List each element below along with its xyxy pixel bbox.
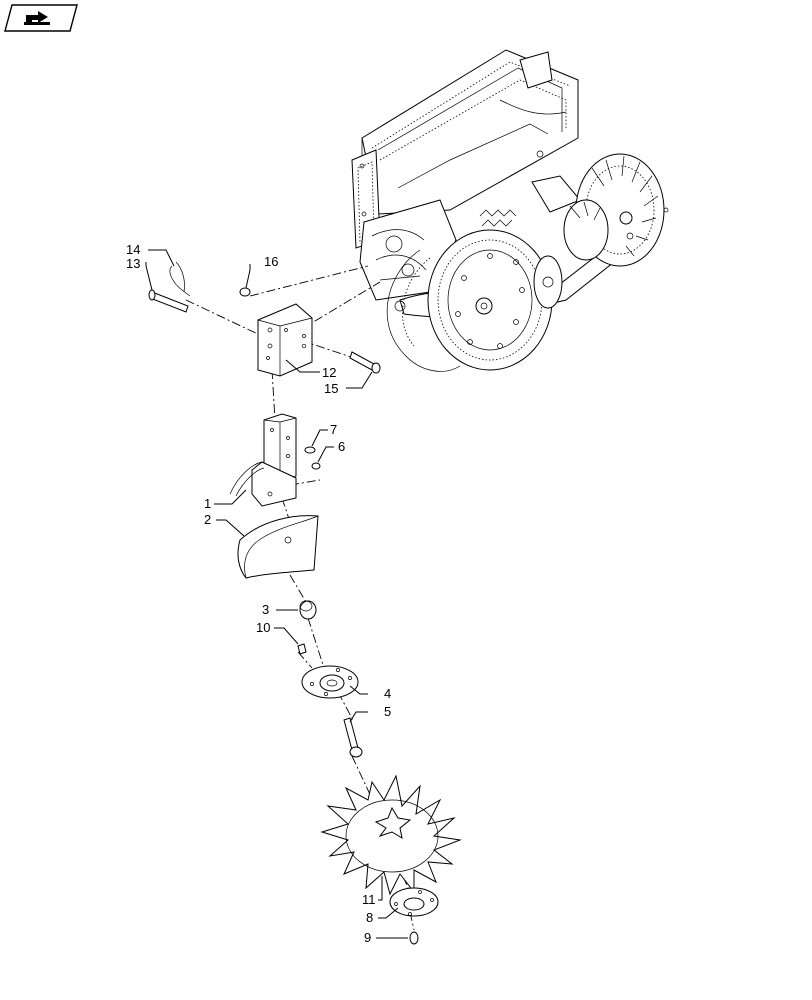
clevis-pin — [148, 289, 189, 313]
hair-pin — [169, 261, 191, 297]
callout-11: 11 — [362, 892, 376, 907]
callout-3: 3 — [262, 602, 269, 617]
navigation-badge[interactable] — [4, 4, 78, 32]
callout-1: 1 — [204, 496, 211, 511]
callout-2: 2 — [204, 512, 211, 527]
callout-16: 16 — [264, 254, 278, 269]
grease-fitting — [297, 643, 307, 655]
callout-labels: 14 13 16 12 15 7 6 1 2 3 10 4 5 11 8 9 — [126, 242, 391, 945]
callout-9: 9 — [364, 930, 371, 945]
spiked-closing-wheel — [320, 774, 462, 896]
lock-nut — [239, 287, 251, 297]
nut-and-washer — [304, 446, 321, 470]
return-arrow-icon — [4, 4, 78, 32]
outer-hub — [389, 887, 439, 917]
callout-4: 4 — [384, 686, 391, 701]
callout-12: 12 — [322, 365, 336, 380]
callout-5: 5 — [384, 704, 391, 719]
planter-row-unit — [351, 49, 669, 372]
wheel-shield — [237, 515, 319, 579]
callout-7: 7 — [330, 422, 337, 437]
callout-14: 14 — [126, 242, 140, 257]
callout-10: 10 — [256, 620, 270, 635]
callout-13: 13 — [126, 256, 140, 271]
hub-bolt — [343, 717, 363, 758]
outer-bolt — [409, 931, 419, 945]
spacer — [299, 600, 317, 620]
mounting-bracket — [257, 303, 313, 377]
callout-8: 8 — [366, 910, 373, 925]
callout-6: 6 — [338, 439, 345, 454]
spike-wheel-mount — [229, 413, 297, 507]
callout-15: 15 — [324, 381, 338, 396]
callout-leaders — [145, 249, 408, 939]
wheel-hub — [301, 665, 359, 699]
hex-bolt-upper — [349, 351, 381, 374]
